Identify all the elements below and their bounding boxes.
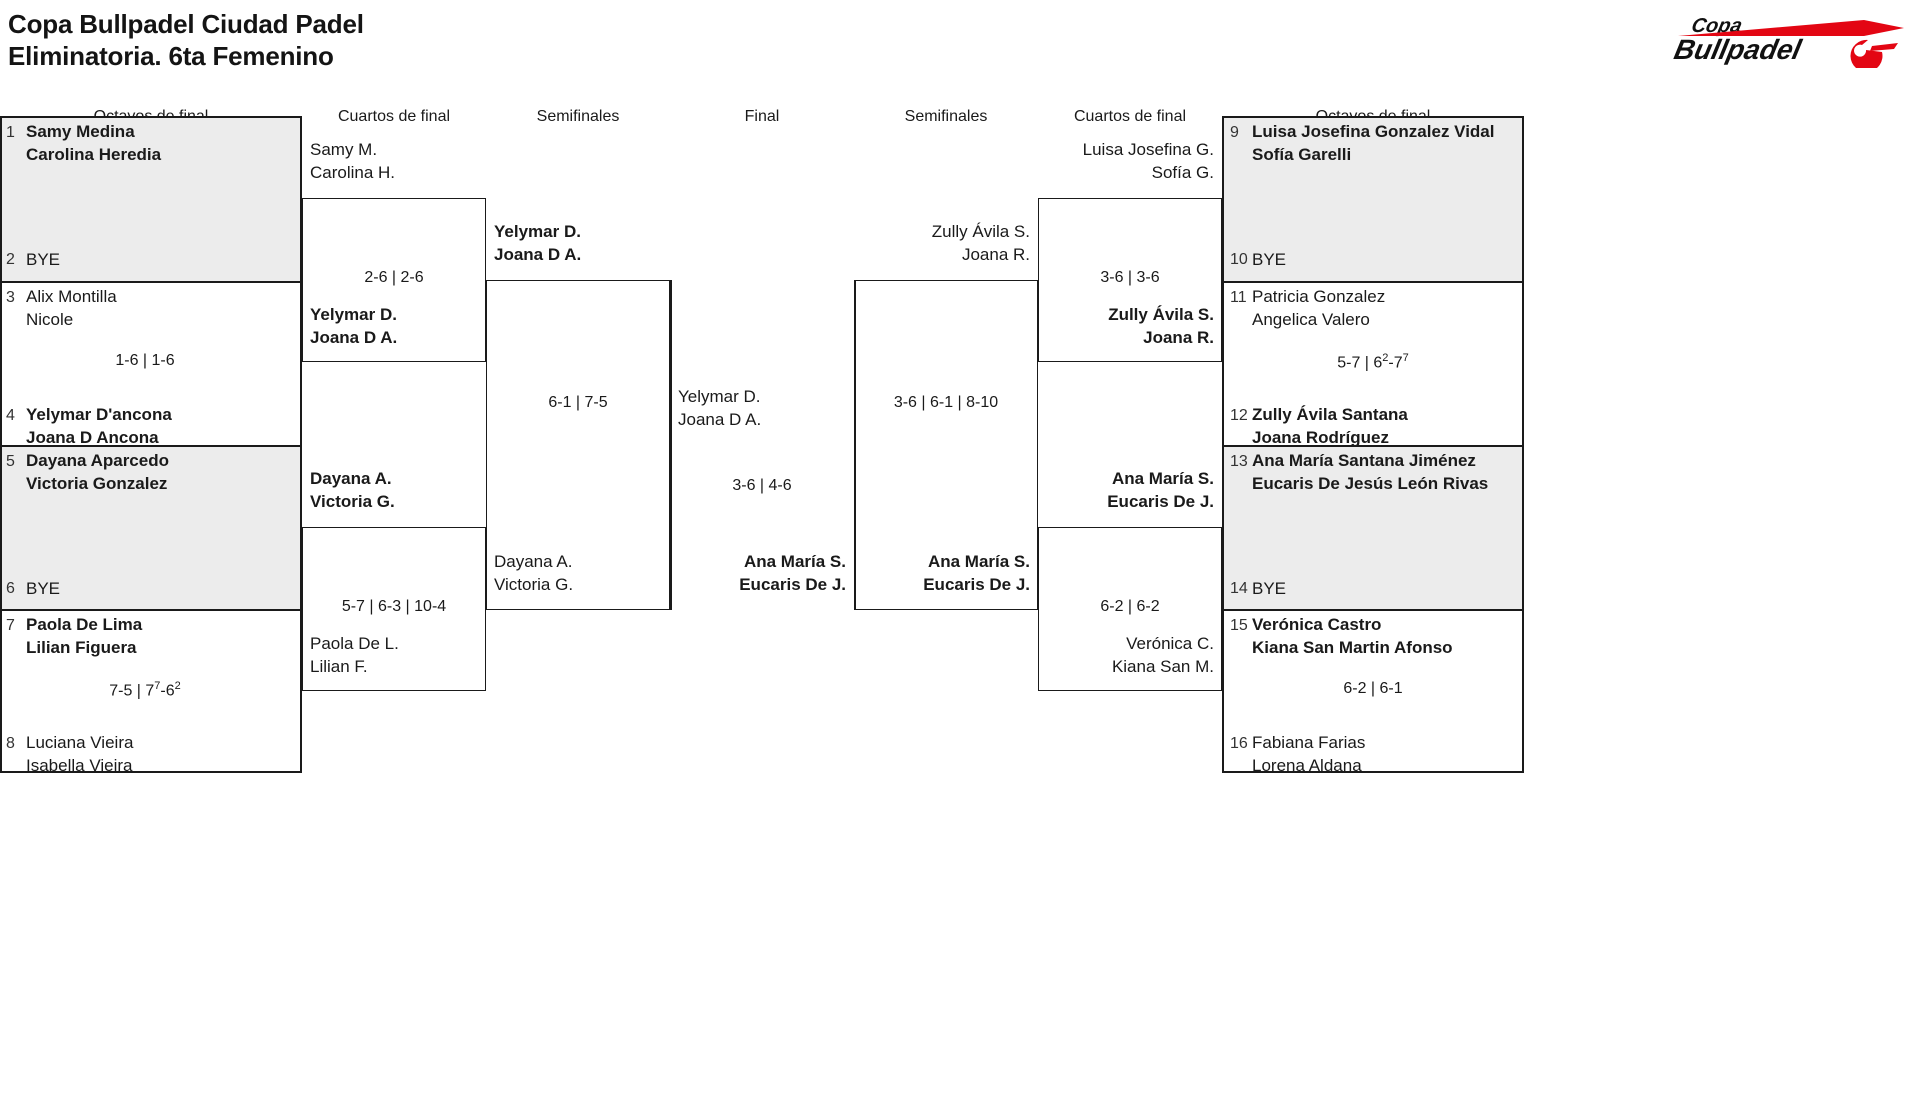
sf-box-left xyxy=(486,280,670,610)
final-entry-top[interactable]: Yelymar D.Joana D A. xyxy=(678,387,762,429)
qf-box-left-1 xyxy=(302,527,486,691)
divider xyxy=(0,445,302,447)
sf-entry-right-0[interactable]: Zully Ávila S.Joana R. xyxy=(931,222,1030,264)
divider xyxy=(1222,445,1224,609)
round-header-final: Final xyxy=(744,108,780,125)
divider xyxy=(1222,281,1224,445)
copa-bullpadel-logo: Copa Bullpadel xyxy=(1668,6,1908,68)
divider xyxy=(300,116,302,281)
r16-match-shade-right-2 xyxy=(1222,445,1524,609)
r16-entry-right-14[interactable]: BYE xyxy=(1252,579,1287,598)
sf-entry-right-1[interactable]: Ana María S.Eucaris De J. xyxy=(923,552,1030,594)
divider xyxy=(1522,116,1524,773)
qf-entry-left-2[interactable]: Dayana A.Victoria G. xyxy=(310,469,395,511)
seed-number: 15 xyxy=(1230,617,1248,634)
qf-entry-left-1[interactable]: Yelymar D.Joana D A. xyxy=(310,305,398,347)
r16-score-right-1: 5-7 | 62-77 xyxy=(1337,352,1409,372)
final-entry-bottom[interactable]: Ana María S.Eucaris De J. xyxy=(739,552,846,594)
page-title: Copa Bullpadel Ciudad Padel xyxy=(8,9,364,39)
qf-entry-right-1[interactable]: Zully Ávila S.Joana R. xyxy=(1108,305,1214,347)
seed-number: 7 xyxy=(6,617,15,634)
qf-score-right-0: 3-6 | 3-6 xyxy=(1100,269,1160,286)
r16-score-left-1: 1-6 | 1-6 xyxy=(115,352,175,369)
qf-entry-right-3[interactable]: Verónica C.Kiana San M. xyxy=(1111,634,1214,676)
divider xyxy=(300,281,302,445)
divider xyxy=(1222,116,1224,281)
r16-match-shade-right-0 xyxy=(1222,116,1524,281)
page-header: Copa Bullpadel Ciudad Padel Eliminatoria… xyxy=(0,0,1920,100)
qf-score-left-0: 2-6 | 2-6 xyxy=(364,269,424,286)
r16-match-shade-left-2 xyxy=(0,445,302,609)
divider xyxy=(0,281,302,283)
sf-score-right: 3-6 | 6-1 | 8-10 xyxy=(893,394,999,411)
r16-entry-left-2[interactable]: BYE xyxy=(26,250,61,269)
title-block: Copa Bullpadel Ciudad Padel Eliminatoria… xyxy=(8,8,364,72)
svg-text:Bullpadel: Bullpadel xyxy=(1671,33,1805,65)
r16-entry-left-6[interactable]: BYE xyxy=(26,579,61,598)
round-header-left-qf: Cuartos de final xyxy=(337,108,451,125)
seed-number: 8 xyxy=(6,735,15,752)
seed-number: 3 xyxy=(6,289,15,306)
round-header-right-qf: Cuartos de final xyxy=(1073,108,1187,125)
seed-number: 14 xyxy=(1230,580,1248,597)
seed-number: 4 xyxy=(6,407,15,424)
divider xyxy=(1222,445,1524,447)
divider xyxy=(1222,609,1524,611)
sf-entry-left-0[interactable]: Yelymar D.Joana D A. xyxy=(494,222,582,264)
sf-box-right xyxy=(854,280,1038,610)
divider xyxy=(0,116,2,773)
divider xyxy=(300,445,302,609)
seed-number: 12 xyxy=(1230,407,1248,424)
sf-score-left: 6-1 | 7-5 xyxy=(548,394,608,411)
seed-number: 13 xyxy=(1230,453,1248,470)
divider xyxy=(0,771,302,773)
qf-entry-left-0[interactable]: Samy M.Carolina H. xyxy=(310,140,396,182)
r16-score-left-3: 7-5 | 77-62 xyxy=(109,680,181,700)
qf-entry-right-2[interactable]: Ana María S.Eucaris De J. xyxy=(1107,469,1214,511)
divider xyxy=(0,116,302,118)
round-header-right-sf: Semifinales xyxy=(904,108,988,125)
seed-number: 10 xyxy=(1230,251,1248,268)
divider xyxy=(1222,116,1524,118)
seed-number: 16 xyxy=(1230,735,1248,752)
sf-entry-left-1[interactable]: Dayana A.Victoria G. xyxy=(494,552,574,594)
qf-score-right-1: 6-2 | 6-2 xyxy=(1100,598,1160,615)
seed-number: 9 xyxy=(1230,124,1239,141)
final-score: 3-6 | 4-6 xyxy=(732,477,792,494)
final-box-edge-left xyxy=(670,280,672,610)
qf-entry-left-3[interactable]: Paola De L.Lilian F. xyxy=(310,634,399,676)
qf-box-right-0 xyxy=(1038,198,1222,362)
qf-box-left-0 xyxy=(302,198,486,362)
divider xyxy=(300,609,302,773)
seed-number: 1 xyxy=(6,124,15,141)
r16-score-right-3: 6-2 | 6-1 xyxy=(1343,680,1403,697)
round-header-left-sf: Semifinales xyxy=(536,108,620,125)
r16-entry-right-10[interactable]: BYE xyxy=(1252,250,1287,269)
qf-entry-right-0[interactable]: Luisa Josefina G.Sofía G. xyxy=(1082,140,1214,182)
divider xyxy=(1222,609,1224,773)
seed-number: 11 xyxy=(1230,289,1247,306)
seed-number: 6 xyxy=(6,580,15,597)
qf-score-left-1: 5-7 | 6-3 | 10-4 xyxy=(341,598,447,615)
divider xyxy=(1222,281,1524,283)
seed-number: 2 xyxy=(6,251,15,268)
divider xyxy=(0,609,302,611)
r16-match-shade-left-0 xyxy=(0,116,302,281)
seed-number: 5 xyxy=(6,453,15,470)
page-subtitle: Eliminatoria. 6ta Femenino xyxy=(8,41,334,71)
divider xyxy=(1222,771,1524,773)
qf-box-right-1 xyxy=(1038,527,1222,691)
